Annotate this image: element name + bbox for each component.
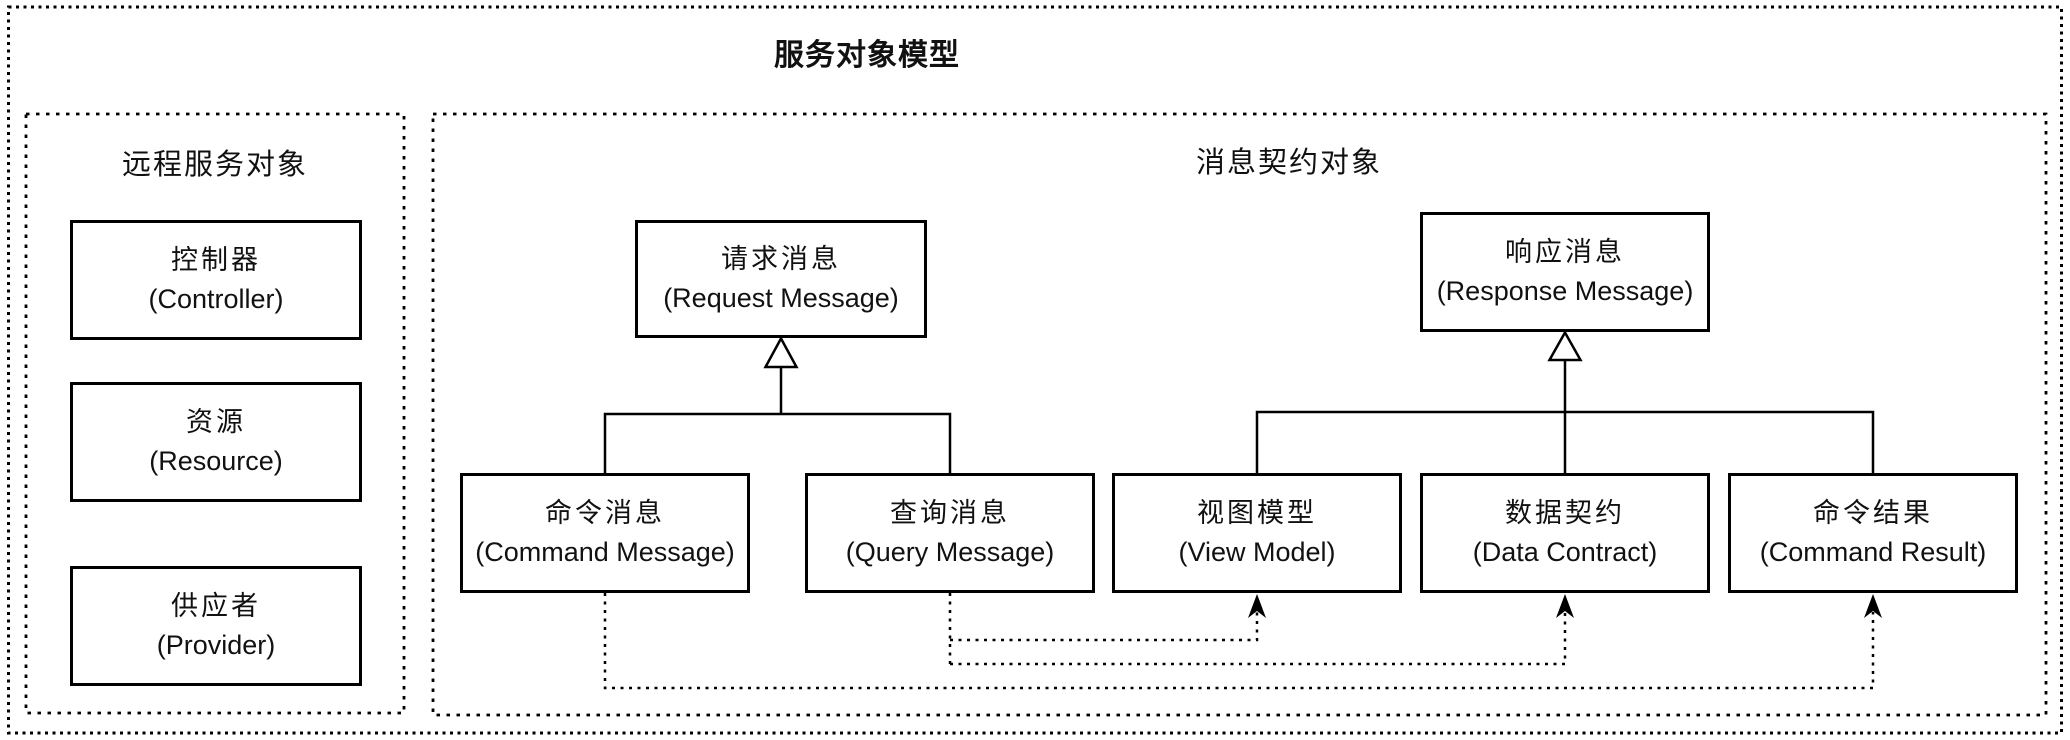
inheritance-connector-response bbox=[1255, 329, 1875, 473]
node-response-label-zh: 响应消息 bbox=[1505, 237, 1625, 267]
node-command-result-label-en: (Command Result) bbox=[1759, 537, 1987, 567]
hollow-triangle-request bbox=[763, 335, 799, 369]
node-view-model-label-en: (View Model) bbox=[1178, 537, 1336, 567]
arrowhead-to-command-result bbox=[1864, 594, 1882, 618]
node-response-message: 响应消息 (Response Message) bbox=[1420, 212, 1710, 332]
arrowhead-to-data-contract bbox=[1556, 594, 1574, 618]
node-request-label-en: (Request Message) bbox=[663, 283, 899, 313]
node-data-contract: 数据契约 (Data Contract) bbox=[1420, 473, 1710, 593]
node-response-label-en: (Response Message) bbox=[1436, 276, 1694, 306]
inheritance-connector-request bbox=[603, 335, 952, 473]
group-label-message-contract-objects: 消息契约对象 bbox=[1195, 147, 1383, 179]
outer-dotted-border bbox=[7, 5, 2063, 735]
node-query-label-en: (Query Message) bbox=[845, 537, 1055, 567]
group-message-border bbox=[431, 112, 2048, 717]
node-controller-label-zh: 控制器 bbox=[171, 245, 261, 275]
node-controller-label-en: (Controller) bbox=[148, 284, 284, 314]
node-request-message: 请求消息 (Request Message) bbox=[635, 220, 927, 338]
node-request-label-zh: 请求消息 bbox=[721, 244, 841, 274]
node-data-contract-label-zh: 数据契约 bbox=[1505, 498, 1625, 528]
arrowhead-to-view-model bbox=[1248, 594, 1266, 618]
node-provider-label-zh: 供应者 bbox=[171, 591, 261, 621]
node-command-result-label-zh: 命令结果 bbox=[1813, 498, 1933, 528]
node-data-contract-label-en: (Data Contract) bbox=[1472, 537, 1658, 567]
node-resource-label-en: (Resource) bbox=[149, 446, 283, 476]
node-command-label-en: (Command Message) bbox=[475, 537, 735, 567]
group-label-remote-service-objects: 远程服务对象 bbox=[121, 149, 309, 181]
node-controller: 控制器 (Controller) bbox=[70, 220, 362, 340]
dependency-connector-query bbox=[948, 593, 1574, 666]
diagram-title: 服务对象模型 bbox=[774, 39, 960, 72]
node-resource-label-zh: 资源 bbox=[186, 407, 246, 437]
hollow-triangle-response bbox=[1547, 329, 1583, 362]
node-view-model: 视图模型 (View Model) bbox=[1112, 473, 1402, 593]
node-query-message: 查询消息 (Query Message) bbox=[805, 473, 1095, 593]
node-resource: 资源 (Resource) bbox=[70, 382, 362, 502]
node-command-result: 命令结果 (Command Result) bbox=[1728, 473, 2018, 593]
node-provider: 供应者 (Provider) bbox=[70, 566, 362, 686]
node-query-label-zh: 查询消息 bbox=[890, 498, 1010, 528]
node-provider-label-en: (Provider) bbox=[156, 630, 276, 660]
node-command-message: 命令消息 (Command Message) bbox=[460, 473, 750, 593]
node-command-label-zh: 命令消息 bbox=[545, 498, 665, 528]
node-view-model-label-zh: 视图模型 bbox=[1197, 498, 1317, 528]
dependency-connector-command bbox=[603, 593, 1882, 690]
